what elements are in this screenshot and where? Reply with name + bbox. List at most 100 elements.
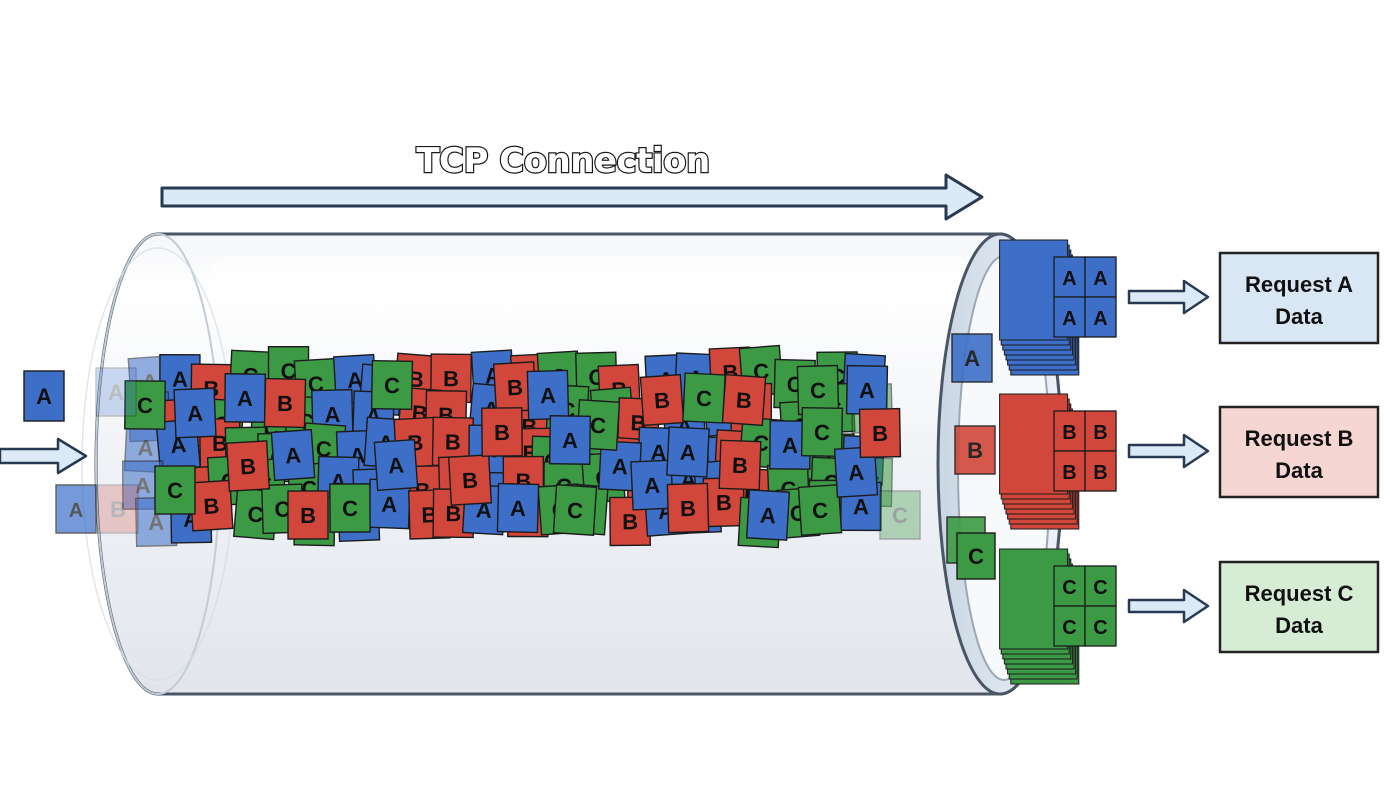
packet-a: A — [548, 415, 592, 465]
stack-frame-c: C — [1053, 565, 1086, 607]
request-b-title: Request B — [1245, 426, 1354, 451]
packet-label: B — [110, 497, 126, 522]
packet-label: C — [892, 503, 908, 528]
request-a-title: Request A — [1245, 272, 1353, 297]
packet-label: A — [611, 454, 628, 480]
packet-label: C — [247, 501, 265, 527]
packet-label: A — [853, 494, 869, 519]
packet-c: C — [796, 364, 840, 416]
packet-label: C — [566, 498, 584, 524]
packet-label: C — [384, 373, 400, 398]
stack-frame-label: B — [1093, 422, 1107, 444]
packet-label: B — [445, 501, 461, 526]
stack-frame-c: C — [1084, 605, 1117, 647]
packet-a: A — [496, 482, 540, 534]
packet-label: B — [653, 387, 671, 413]
packet-a: A — [833, 446, 879, 498]
stack-frame-b: B — [1053, 450, 1086, 492]
packet-label: C — [281, 359, 297, 384]
packet-label: C — [811, 497, 829, 523]
packet-label: B — [732, 453, 749, 479]
packet-a: A — [373, 438, 419, 492]
tube-packets: AABCCCAABBABCCBAABCCCAABCCCAABBABCCBAABC… — [121, 344, 902, 549]
packet-label: B — [622, 509, 638, 534]
packet-a: A — [951, 333, 993, 383]
packet-c: C — [879, 490, 921, 540]
packet-label: A — [237, 386, 253, 411]
packet-label: A — [69, 500, 83, 522]
packet-label: C — [315, 436, 333, 462]
packet-label: A — [346, 367, 363, 393]
stack-frame-label: A — [1093, 268, 1107, 290]
packet-label: A — [540, 383, 557, 408]
packet-label: A — [381, 492, 398, 518]
packet-a: A — [121, 460, 164, 510]
packet-label: A — [964, 346, 980, 371]
connection-direction-arrow — [160, 173, 984, 221]
request-a-subtitle: Data — [1275, 304, 1323, 329]
packet-label: B — [212, 431, 228, 456]
diagram-title: TCP Connection — [416, 141, 709, 181]
stack-frame-label: B — [1062, 462, 1076, 484]
packet-b: B — [954, 425, 996, 475]
packet-label: C — [814, 420, 830, 445]
packet-b: B — [721, 373, 767, 427]
stack-frame-a: A — [1053, 256, 1086, 298]
packet-b: B — [666, 482, 710, 534]
packet-a: A — [224, 373, 266, 423]
stack-frame-a: A — [1084, 296, 1117, 338]
packet-label: A — [324, 402, 341, 427]
packet-label: B — [967, 438, 983, 463]
stack-frame-a: A — [1084, 256, 1117, 298]
packet-label: C — [810, 378, 827, 403]
packet-label: B — [239, 454, 256, 480]
packet-c: C — [370, 359, 414, 411]
packet-label: A — [137, 435, 154, 461]
packet-label: C — [167, 478, 183, 503]
packet-b: B — [481, 407, 523, 457]
packet-a: A — [526, 369, 570, 421]
packet-a: A — [95, 367, 137, 417]
packet-label: C — [137, 393, 153, 418]
packet-label: A — [859, 378, 875, 403]
packet-b: B — [287, 490, 329, 540]
packet-label: A — [148, 510, 165, 535]
packet-b: B — [858, 407, 902, 459]
output-arrow-a — [1127, 279, 1210, 315]
stack-frame-label: C — [1093, 577, 1107, 599]
packet-label: A — [510, 496, 527, 521]
packet-label: A — [782, 433, 798, 458]
packet-c: C — [800, 406, 844, 458]
packet-a: A — [769, 420, 811, 470]
packet-label: A — [169, 432, 187, 458]
packet-label: C — [589, 413, 607, 439]
request-c-subtitle: Data — [1275, 613, 1323, 638]
packet-a: A — [173, 387, 217, 439]
inlet-arrow — [0, 437, 88, 475]
packet-label: A — [650, 440, 667, 466]
packet-label: A — [108, 380, 124, 405]
output-arrow-c — [1127, 588, 1210, 624]
packet-c: C — [154, 465, 196, 515]
packet-a: A — [845, 364, 889, 416]
packet-label: C — [695, 386, 712, 412]
stack-frame-label: C — [1093, 617, 1107, 639]
packet-label: A — [187, 401, 204, 427]
stack-frame-label: B — [1093, 462, 1107, 484]
packet-label: C — [274, 497, 291, 522]
packet-label: A — [387, 452, 405, 478]
packet-b: B — [639, 373, 685, 427]
stack-frame-label: B — [1062, 422, 1076, 444]
request-c-title: Request C — [1245, 581, 1354, 606]
stack-frame-label: A — [1062, 308, 1076, 330]
packet-label: B — [494, 420, 510, 445]
stack-frame-label: A — [1093, 308, 1107, 330]
packet-c: C — [797, 483, 843, 537]
packet-label: A — [172, 367, 188, 392]
